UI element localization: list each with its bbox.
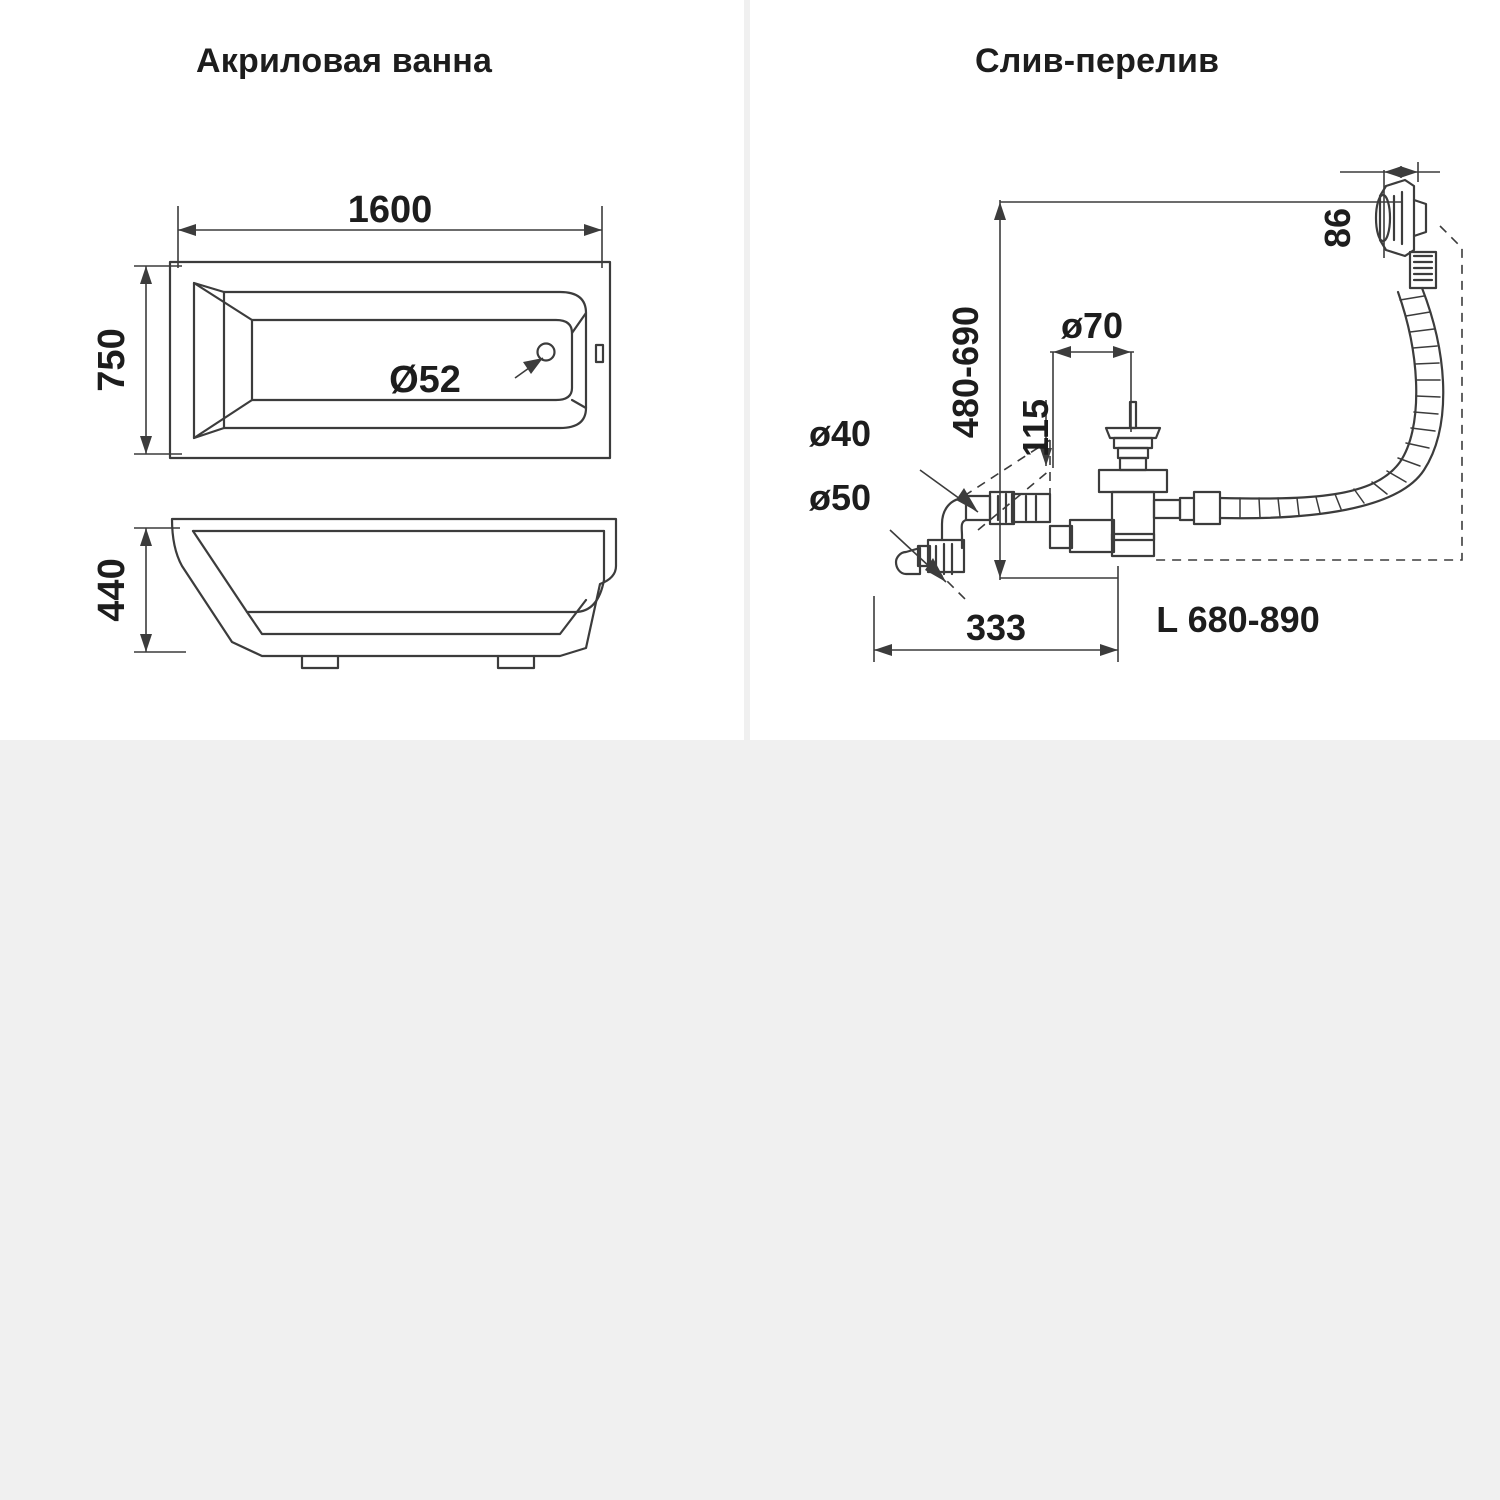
- plug-body: [1112, 436, 1154, 450]
- pipe-end-nut: [926, 538, 966, 574]
- panel-acrylic-bath: Акриловая ванна: [0, 0, 744, 740]
- arrow-40-leader: [956, 488, 978, 512]
- arrow-86-left: [1384, 166, 1402, 178]
- dim-label-440: 440: [91, 558, 133, 621]
- panel-right-title: Слив-перелив: [975, 42, 1220, 80]
- pipe-nut-a-ribs: [1024, 494, 1038, 522]
- plug-ring: [1116, 446, 1150, 460]
- waste-connector-left: [1048, 524, 1074, 550]
- drain-housing: [1110, 490, 1156, 542]
- waste-body-left: [1068, 518, 1116, 554]
- dim-label-hose-length: L 680-890: [1156, 599, 1319, 640]
- plug-stem-top: [1118, 456, 1148, 472]
- overflow-head-face: [1374, 193, 1392, 243]
- waste-body-lower: [1110, 532, 1156, 558]
- rim-notch: [594, 343, 605, 364]
- dim-label-480-690: 480-690: [945, 306, 986, 438]
- panel-left-title: Акриловая ванна: [196, 42, 493, 80]
- drain-hole-plan: [536, 342, 556, 362]
- arrow-70-left: [1053, 346, 1071, 358]
- dim-label-50: ø50: [809, 477, 871, 518]
- hose-corrugations: [1239, 295, 1441, 519]
- bath-foot-right: [496, 654, 536, 670]
- bath-drawing: 1600 750 440 Ø52: [91, 189, 618, 670]
- dim-label-drain: Ø52: [389, 359, 461, 401]
- arrow-86-right: [1400, 166, 1418, 178]
- panel-drain-overflow: Слив-перелив: [750, 0, 1500, 740]
- corrugated-hose-outer: [1218, 286, 1445, 520]
- dim-label-115: 115: [1015, 399, 1056, 457]
- arrow-1600-right: [584, 224, 602, 236]
- arrow-50-leader: [925, 558, 946, 582]
- drain-flange: [1097, 468, 1169, 494]
- dim-label-1600: 1600: [348, 189, 433, 231]
- hose-end-thread: [1178, 496, 1196, 522]
- bath-foot-left: [300, 654, 340, 670]
- drain-housing-outlet: [1152, 498, 1182, 520]
- arrow-333-right: [1100, 644, 1118, 656]
- drain-overflow-drawing: 86 480-690 ø70 115 ø40 ø50 333 L 680-890: [809, 162, 1463, 662]
- corrugated-hose-inner: [1218, 290, 1418, 500]
- plug-pin: [1128, 400, 1138, 430]
- arrow-440-bottom: [140, 634, 152, 652]
- bath-plan-bottom: [250, 318, 574, 402]
- pipe-end-tip: [894, 546, 922, 576]
- bath-side-outline: [170, 517, 618, 658]
- dim-label-70: ø70: [1061, 305, 1123, 346]
- arrow-1600-left: [178, 224, 196, 236]
- bath-plan-outline: [168, 260, 612, 460]
- arrow-70-right: [1113, 346, 1131, 358]
- arrow-440-top: [140, 528, 152, 546]
- pipe-nut-b-ribs: [996, 492, 1008, 524]
- pipe-elbow-inner: [960, 518, 968, 550]
- arrow-480690-bottom: [994, 560, 1006, 578]
- pipe-nut-a: [1010, 492, 1052, 524]
- bath-side-inner-wall: [191, 529, 606, 614]
- plug-cap: [1104, 426, 1162, 440]
- dim-label-40: ø40: [809, 413, 871, 454]
- arrow-480690-top: [994, 202, 1006, 220]
- fold-top-right: [570, 311, 588, 335]
- overflow-head-body: [1378, 178, 1416, 258]
- dim-label-333: 333: [966, 607, 1026, 648]
- overflow-neck-ribs: [1412, 254, 1434, 282]
- overflow-neck: [1408, 250, 1438, 290]
- pipe-nut-b: [988, 490, 1016, 526]
- fold-bottom-right: [570, 398, 588, 410]
- dim-label-750: 750: [91, 328, 133, 391]
- arrow-333-left: [874, 644, 892, 656]
- arrow-115-bottom: [1040, 448, 1052, 466]
- bath-side-bottom: [245, 598, 588, 636]
- arrow-750-top: [140, 266, 152, 284]
- arrow-drain-leader: [523, 358, 543, 374]
- overflow-head-collar: [1412, 198, 1428, 238]
- arrow-750-bottom: [140, 436, 152, 454]
- dim-label-86: 86: [1317, 208, 1358, 248]
- hose-end-nut: [1192, 490, 1222, 526]
- overflow-head-ribs: [1392, 190, 1404, 246]
